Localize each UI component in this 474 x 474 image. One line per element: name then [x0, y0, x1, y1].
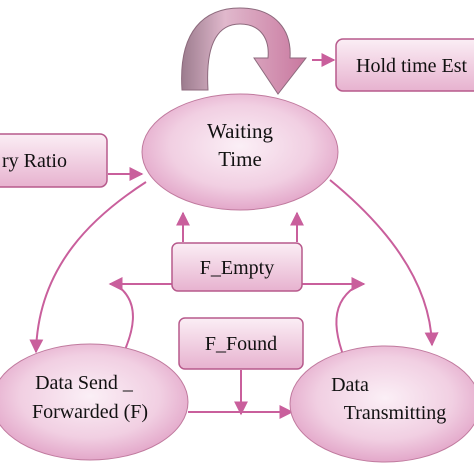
- waiting-time-node: Waiting Time: [141, 93, 339, 211]
- waiting-time-line1: Waiting: [207, 119, 273, 143]
- edges: [29, 53, 439, 419]
- data-send-line1: Data Send _: [35, 372, 134, 394]
- data-transmitting-line2: Transmitting: [344, 402, 447, 424]
- self-loop-arrow: [181, 7, 308, 95]
- edge-waiting-to-transmitting: [329, 179, 439, 347]
- data-send-node: Data Send _ Forwarded (F): [0, 343, 189, 461]
- data-transmitting-line1: Data: [331, 374, 369, 396]
- ratio-node: ry Ratio: [0, 133, 108, 188]
- f-found-label: F_Found: [205, 333, 277, 355]
- f-empty-node: F_Empty: [171, 242, 303, 292]
- f-found-node: F_Found: [178, 317, 304, 370]
- data-transmitting-node: Data Transmitting: [289, 345, 474, 463]
- ratio-label: ry Ratio: [2, 150, 67, 172]
- hold-time-node: Hold time Est: [335, 38, 474, 92]
- hold-time-label: Hold time Est: [356, 55, 468, 77]
- f-empty-label: F_Empty: [200, 257, 274, 279]
- edge-waiting-to-datasend: [29, 181, 147, 354]
- waiting-time-line2: Time: [218, 147, 262, 171]
- data-send-line2: Forwarded (F): [32, 401, 148, 423]
